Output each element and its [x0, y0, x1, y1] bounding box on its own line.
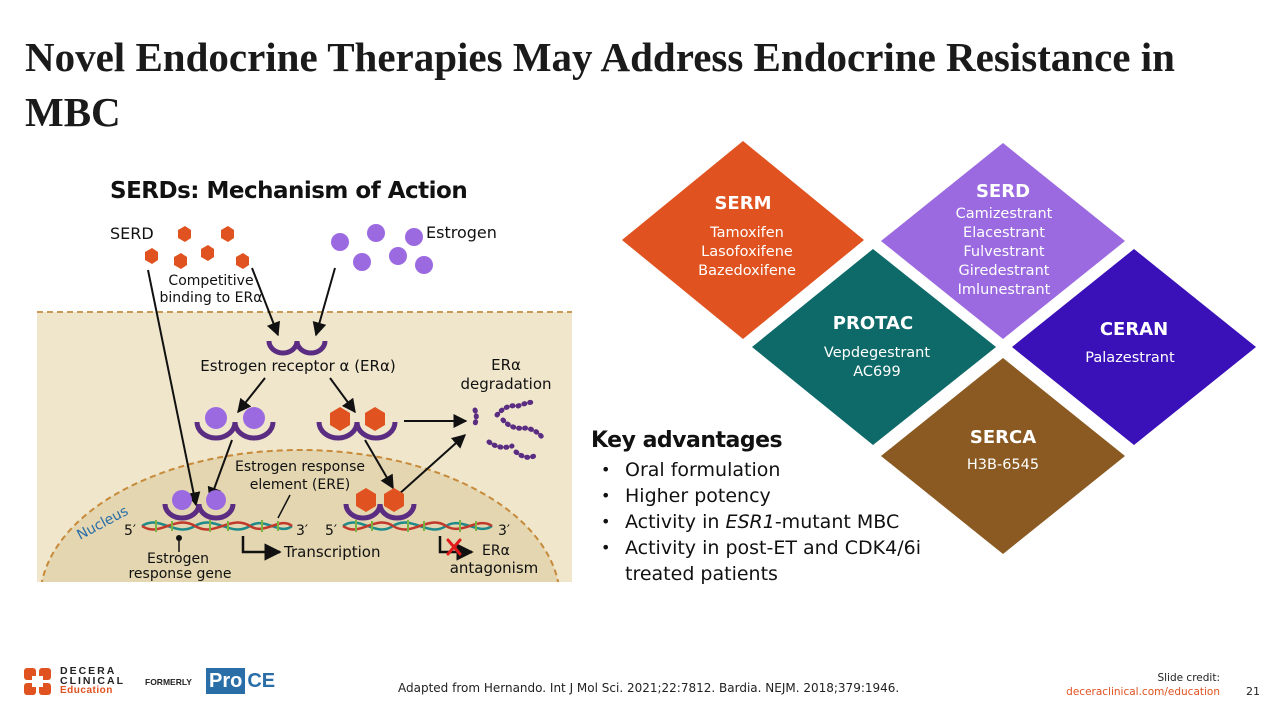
class-ceran-shape: [1012, 249, 1256, 445]
class-serm-title: SERM: [714, 193, 771, 214]
arrow: [329, 377, 356, 414]
estrogen-receptor: [266, 340, 328, 356]
serd-hexagon: [178, 226, 191, 242]
degradation-label-1: ERα: [491, 356, 521, 374]
three-prime-left: 3′: [296, 523, 308, 539]
key-advantages: Key advantages Oral formulation Higher p…: [591, 428, 951, 587]
arrow: [207, 439, 233, 502]
citation: Adapted from Hernando. Int J Mol Sci. 20…: [398, 681, 900, 695]
key-advantages-list: Oral formulation Higher potency Activity…: [591, 457, 951, 587]
slide-credit: Slide credit: deceraclinical.com/educati…: [1066, 671, 1220, 699]
page-number: 21: [1246, 685, 1260, 698]
serd-bound-receptor: [316, 407, 398, 441]
class-serm-drug-2: Lasofoxifene: [701, 244, 793, 260]
class-protac[interactable]: PROTAC Vepdegestrant AC699: [752, 249, 996, 445]
class-serd-drug-1: Camizestrant: [956, 206, 1053, 222]
receptor-label: Estrogen receptor α (ERα): [200, 357, 395, 375]
list-item: Activity in ESR1-mutant MBC: [601, 509, 951, 535]
serd-hexagon: [236, 253, 249, 269]
class-ceran[interactable]: CERAN Palazestrant: [1012, 249, 1256, 445]
estrogen-dot: [389, 247, 407, 265]
serd-molecules: [145, 226, 249, 269]
serd-hexagon: [221, 226, 234, 242]
gene-label-2: response gene: [128, 566, 231, 582]
estrogen-dot: [405, 228, 423, 246]
nucleus: [40, 449, 560, 582]
class-protac-drug-1: Vepdegestrant: [824, 345, 930, 361]
estrogen-bound-receptor: [194, 407, 276, 441]
decera-logo-icon: [24, 668, 51, 695]
dna-bound-receptor-right: [343, 488, 417, 521]
class-serca-drug-1: H3B-6545: [967, 457, 1039, 473]
arrow: [364, 439, 394, 490]
ere-label-1: Estrogen response: [235, 459, 365, 475]
ere-label-2: element (ERE): [250, 477, 351, 493]
serd-hexagon: [174, 253, 187, 269]
ere-pointer: [277, 494, 291, 519]
blocked-transcription-arrow: [438, 536, 474, 561]
arrow: [312, 267, 336, 337]
five-prime-left: 5′: [124, 523, 136, 539]
dna-right: [342, 520, 493, 532]
slide-credit-label: Slide credit:: [1157, 672, 1220, 684]
decera-logo-text: DECERA CLINICAL Education: [60, 665, 125, 696]
class-serca-title: SERCA: [970, 427, 1036, 448]
estrogen-label: Estrogen: [426, 223, 497, 242]
competitive-label-2: binding to ERα: [160, 290, 263, 306]
class-protac-title: PROTAC: [833, 313, 913, 334]
list-item: Higher potency: [601, 483, 951, 509]
estrogen-molecules: [331, 224, 433, 274]
class-serm-drug-3: Bazedoxifene: [698, 263, 796, 279]
class-serd[interactable]: SERD Camizestrant Elacestrant Fulvestran…: [881, 143, 1125, 339]
key-advantages-title: Key advantages: [591, 428, 783, 453]
class-serm[interactable]: SERM Tamoxifen Lasofoxifene Bazedoxifene: [622, 141, 864, 339]
class-serd-drug-5: Imlunestrant: [958, 282, 1051, 298]
moa-title: SERDs: Mechanism of Action: [110, 178, 468, 204]
decera-logo: DECERA CLINICAL Education: [24, 666, 134, 698]
slide-title: Novel Endocrine Therapies May Address En…: [25, 34, 1175, 135]
class-serd-drug-3: Fulvestrant: [963, 244, 1045, 260]
transcription-label: Transcription: [283, 543, 380, 561]
arrow: [397, 434, 467, 496]
arrow: [147, 269, 201, 507]
class-serm-shape: [622, 141, 864, 339]
antagonism-label-1: ERα: [482, 543, 510, 559]
class-serd-title: SERD: [976, 181, 1030, 202]
class-ceran-drug-1: Palazestrant: [1085, 350, 1175, 366]
serd-hexagon: [201, 245, 214, 261]
formerly-label: FORMERLY: [145, 677, 192, 687]
competitive-label-1: Competitive: [168, 273, 253, 289]
estrogen-dot: [353, 253, 371, 271]
serd-label: SERD: [110, 224, 154, 243]
degradation-label-2: degradation: [460, 375, 551, 393]
class-serd-shape: [881, 143, 1125, 339]
dna-left: [141, 520, 293, 532]
class-protac-drug-2: AC699: [853, 364, 900, 380]
list-item: Activity in post-ET and CDK4/6i treated …: [601, 535, 951, 587]
estrogen-dot: [331, 233, 349, 251]
degraded-receptor-fragments: [471, 399, 547, 460]
serd-hexagon: [145, 248, 158, 264]
list-item: Oral formulation: [601, 457, 951, 483]
block-x-icon: [446, 538, 462, 556]
estrogen-dot: [415, 256, 433, 274]
five-prime-right: 5′: [325, 523, 337, 539]
class-serd-drug-2: Elacestrant: [963, 225, 1045, 241]
estrogen-dot: [367, 224, 385, 242]
class-serm-drug-1: Tamoxifen: [709, 225, 784, 241]
class-protac-shape: [752, 249, 996, 445]
class-serd-drug-4: Giredestrant: [959, 263, 1050, 279]
gene-label-1: Estrogen: [147, 551, 209, 567]
slide-credit-link[interactable]: deceraclinical.com/education: [1066, 686, 1220, 698]
arrow: [251, 267, 280, 337]
dna-bound-receptor-left: [162, 490, 236, 521]
transcription-arrow: [241, 536, 282, 561]
three-prime-right: 3′: [498, 523, 510, 539]
class-ceran-title: CERAN: [1100, 319, 1168, 340]
antagonism-label-2: antagonism: [450, 559, 539, 577]
arrow: [237, 377, 266, 414]
